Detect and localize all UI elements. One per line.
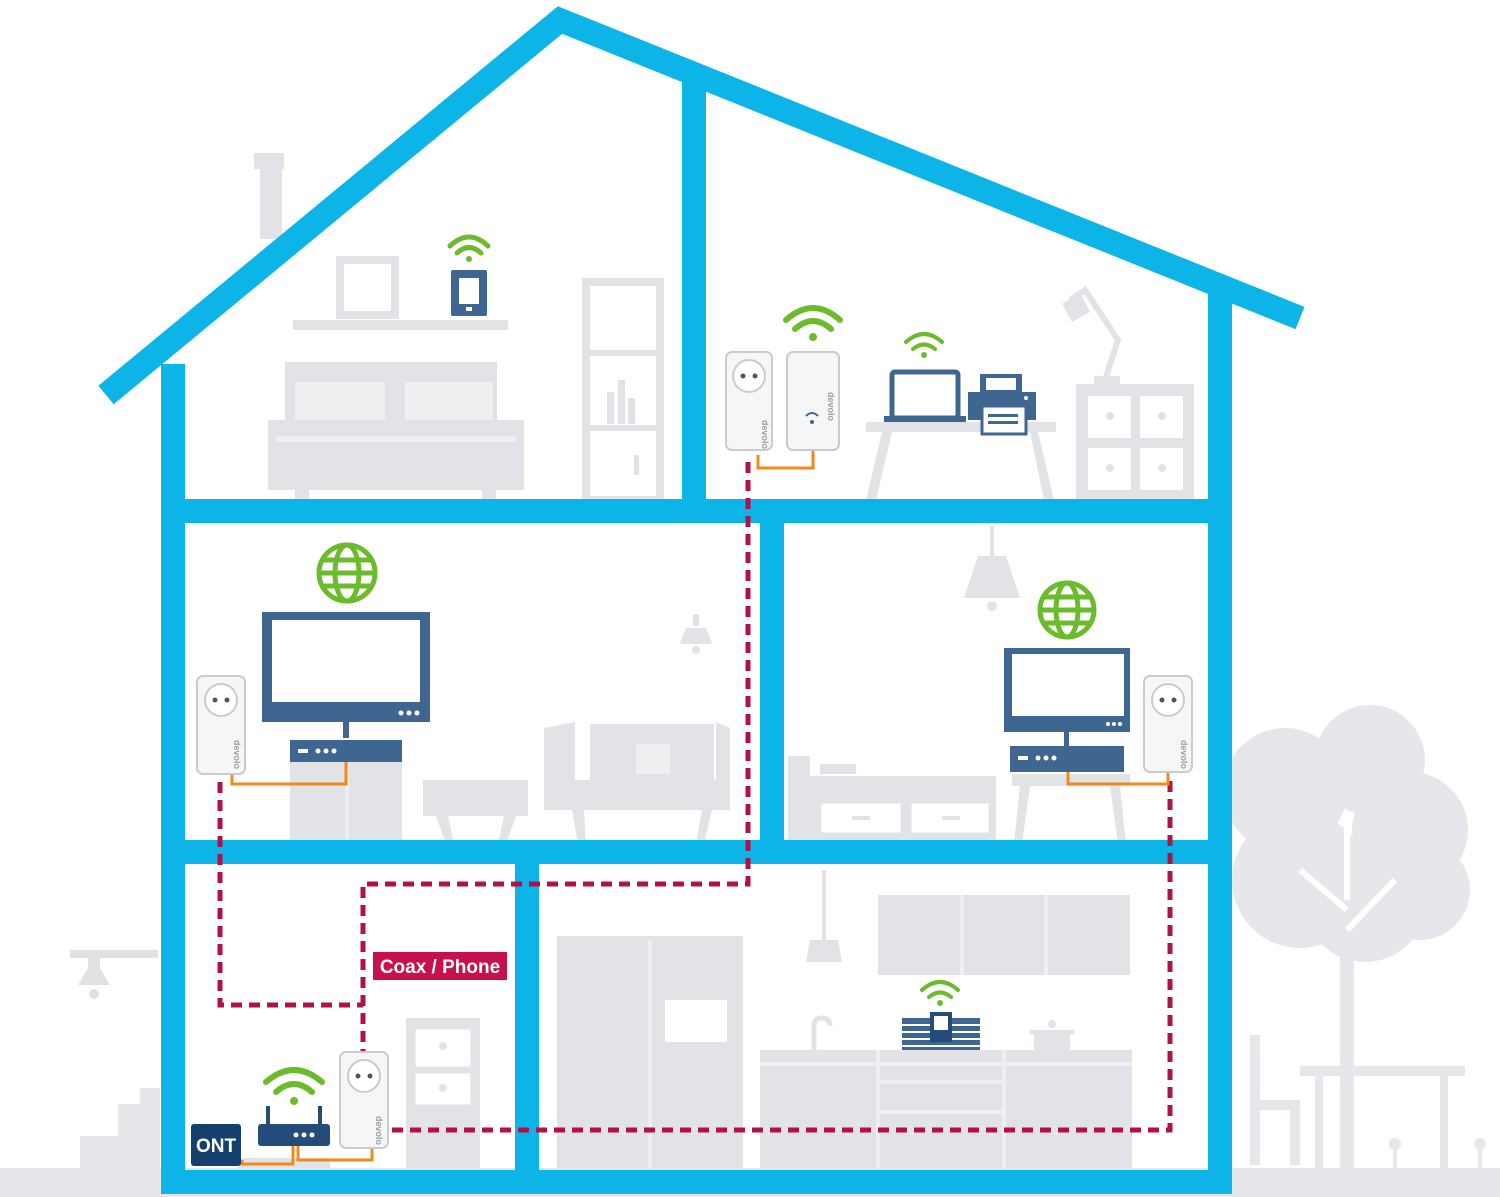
brand-label: devolo [374,1116,384,1146]
ont-box: ONT [191,1124,241,1166]
brand-label: devolo [1179,740,1189,770]
right-room-furniture [788,526,1130,844]
smartphone-icon [451,270,487,316]
set-top-box-icon [290,740,402,762]
printer-icon [968,374,1036,436]
laptop-icon [884,369,966,422]
wifi-icon [447,234,491,262]
chimney [254,153,284,239]
brand-label: devolo [826,392,836,422]
globe-icon [1037,580,1097,640]
brand-label: devolo [232,740,242,770]
powerline-adapter-icon: devolo [725,351,773,451]
attic-bedroom-furniture [268,256,664,504]
coax-phone-text: Coax / Phone [380,957,500,978]
brand-label: devolo [760,420,770,450]
tv-icon [262,612,430,738]
tree [1223,705,1470,1170]
wifi-icon [920,980,960,1006]
powerline-wifi-adapter-icon: devolo [786,351,840,451]
wifi-icon [263,1067,325,1105]
ethernet-cables [230,450,1170,1166]
coax-phone-cable [217,462,1173,1133]
coax-phone-label: Coax / Phone [373,952,507,980]
ont-label: ONT [196,1136,237,1157]
router-icon [258,1106,330,1146]
globe-icon [316,542,378,604]
attic-office-furniture [866,285,1194,500]
outside-wall-lamp [70,950,158,999]
smart-speaker-icon [902,1012,980,1050]
tv-icon [1004,648,1130,746]
house-frame [98,6,1305,1194]
outside-stairs [80,1088,160,1170]
set-top-box-icon [1010,746,1124,772]
powerline-adapter-icon: devolo [339,1051,389,1149]
kitchen-furniture [557,870,1132,1168]
wifi-icon [783,305,843,341]
powerline-adapter-icon: devolo [1143,675,1193,773]
powerline-adapter-icon: devolo [196,675,246,775]
garden-furniture [1250,1035,1486,1168]
wifi-icon [904,332,944,358]
